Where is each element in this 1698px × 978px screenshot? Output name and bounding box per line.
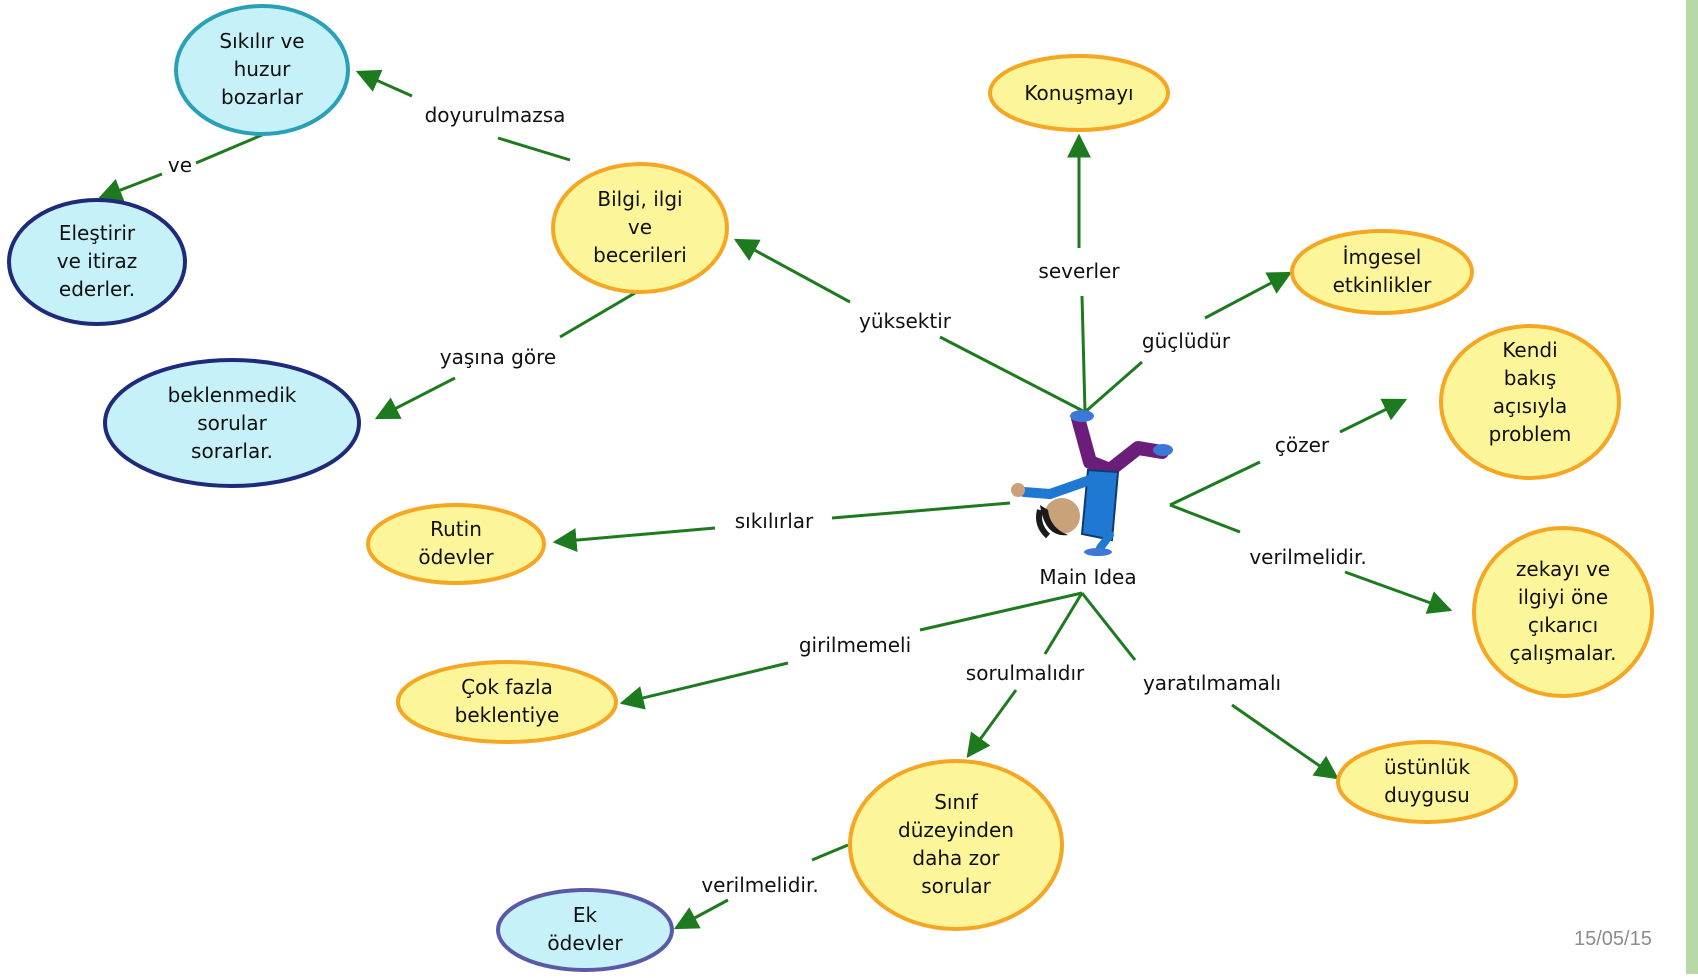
slide-date: 15/05/15 xyxy=(1574,928,1652,950)
connector-line xyxy=(1080,295,1087,413)
connector-line xyxy=(811,843,849,862)
connector-arrow xyxy=(1339,398,1408,434)
slide-edge-bar xyxy=(1686,0,1698,974)
node-beklenmedik: beklenmedik sorular sorarlar. xyxy=(103,358,361,488)
svg-text:daha zor: daha zor xyxy=(912,846,1000,870)
svg-text:duygusu: duygusu xyxy=(1384,783,1470,807)
edge-label-gucludur: güçlüdür xyxy=(1142,329,1231,353)
edge-label-doyurulmazsa: doyurulmazsa xyxy=(425,103,566,127)
node-zekayi: zekayı ve ilgiyi öne çıkarıcı çalışmalar… xyxy=(1472,526,1654,698)
connector-arrow xyxy=(1204,271,1293,320)
svg-text:problem: problem xyxy=(1489,422,1572,446)
svg-text:açısıyla: açısıyla xyxy=(1493,394,1567,418)
connector-line xyxy=(1043,592,1084,655)
svg-text:ederler.: ederler. xyxy=(59,277,135,301)
edge-label-verilmelidir-right: verilmelidir. xyxy=(1249,545,1366,569)
edge-label-cozer: çözer xyxy=(1275,433,1330,457)
svg-text:beklenmedik: beklenmedik xyxy=(168,383,297,407)
connector-line xyxy=(939,335,1086,414)
svg-text:çalışmalar.: çalışmalar. xyxy=(1509,641,1616,665)
svg-text:becerileri: becerileri xyxy=(593,243,687,267)
svg-text:ödevler: ödevler xyxy=(547,931,623,955)
connector-line xyxy=(559,288,641,339)
svg-text:ve itiraz: ve itiraz xyxy=(57,249,137,273)
connector-arrow xyxy=(355,69,413,98)
svg-text:Rutin: Rutin xyxy=(430,517,482,541)
node-sikilir: Sıkılır ve huzur bozarlar xyxy=(174,4,350,136)
svg-text:bakış: bakış xyxy=(1504,366,1557,390)
connectors xyxy=(97,69,1453,930)
svg-text:zekayı ve: zekayı ve xyxy=(1516,557,1610,581)
connector-line xyxy=(1169,460,1261,507)
svg-text:Kendi: Kendi xyxy=(1502,338,1557,362)
connector-line xyxy=(831,501,1011,520)
node-bilgi: Bilgi, ilgi ve becerileri xyxy=(551,162,729,294)
svg-text:üstünlük: üstünlük xyxy=(1384,755,1471,779)
svg-text:Sıkılır ve: Sıkılır ve xyxy=(219,29,304,53)
svg-text:çıkarıcı: çıkarıcı xyxy=(1528,613,1598,637)
edge-label-yaratilmamali: yaratılmamalı xyxy=(1143,671,1281,695)
node-sinif: Sınıf düzeyinden daha zor sorular xyxy=(848,759,1064,931)
connector-arrow xyxy=(673,898,729,930)
connector-arrow xyxy=(97,172,163,202)
svg-text:sorarlar.: sorarlar. xyxy=(191,439,273,463)
svg-text:Bilgi, ilgi: Bilgi, ilgi xyxy=(597,187,682,211)
node-kendi: Kendi bakış açısıyla problem xyxy=(1439,324,1621,480)
connector-arrow xyxy=(733,238,851,304)
edge-label-sorulmalidir: sorulmalıdır xyxy=(966,661,1085,685)
connector-arrow xyxy=(619,661,789,710)
svg-text:Konuşmayı: Konuşmayı xyxy=(1024,81,1133,105)
connector-line xyxy=(1169,503,1241,534)
connector-line xyxy=(919,591,1083,632)
edge-label-yuksektir: yüksektir xyxy=(859,309,952,333)
connector-arrow xyxy=(374,376,456,420)
svg-text:ve: ve xyxy=(628,215,652,239)
edge-label-girilmemeli: girilmemeli xyxy=(799,633,911,657)
svg-text:ilgiyi öne: ilgiyi öne xyxy=(1518,585,1608,609)
edge-label-yasina-gore: yaşına göre xyxy=(440,345,556,369)
edge-label-verilmelidir-bottom: verilmelidir. xyxy=(701,873,818,897)
node-rutin: Rutin ödevler xyxy=(366,503,546,585)
connector-line xyxy=(195,133,263,165)
edge-label-sikilirlar: sıkılırlar xyxy=(735,509,814,533)
svg-text:sorular: sorular xyxy=(921,874,991,898)
node-imgesel: İmgesel etkinlikler xyxy=(1290,229,1474,315)
svg-text:ödevler: ödevler xyxy=(418,545,494,569)
svg-text:İmgesel: İmgesel xyxy=(1343,245,1422,269)
svg-text:Eleştirir: Eleştirir xyxy=(59,221,136,245)
node-ustunluk: üstünlük duygusu xyxy=(1336,740,1518,824)
edge-label-severler: severler xyxy=(1038,259,1120,283)
svg-text:etkinlikler: etkinlikler xyxy=(1333,273,1433,297)
main-idea-figure: Main Idea xyxy=(1011,410,1173,589)
connector-line xyxy=(1080,592,1137,661)
connector-arrow xyxy=(1344,570,1453,614)
svg-text:Sınıf: Sınıf xyxy=(934,790,978,814)
svg-text:düzeyinden: düzeyinden xyxy=(898,818,1014,842)
svg-text:bozarlar: bozarlar xyxy=(221,85,304,109)
node-konusmayi: Konuşmayı xyxy=(988,54,1170,132)
svg-text:sorular: sorular xyxy=(197,411,267,435)
svg-text:huzur: huzur xyxy=(234,57,292,81)
svg-text:beklentiye: beklentiye xyxy=(455,703,560,727)
node-elestirir: Eleştirir ve itiraz ederler. xyxy=(7,198,187,326)
svg-text:Çok fazla: Çok fazla xyxy=(461,675,553,699)
node-cok-fazla: Çok fazla beklentiye xyxy=(396,660,618,744)
main-idea-label: Main Idea xyxy=(1039,565,1136,589)
connector-line xyxy=(497,136,571,162)
edge-label-ve: ve xyxy=(168,153,192,177)
connector-arrow xyxy=(1231,703,1339,780)
connector-line xyxy=(1084,360,1143,414)
svg-text:Ek: Ek xyxy=(573,903,598,927)
connector-arrow xyxy=(552,526,716,553)
connector-arrow xyxy=(966,689,1018,758)
edge-labels: doyurulmazsa ve yüksektir yaşına göre se… xyxy=(168,103,1367,897)
node-ek: Ek ödevler xyxy=(496,888,674,972)
